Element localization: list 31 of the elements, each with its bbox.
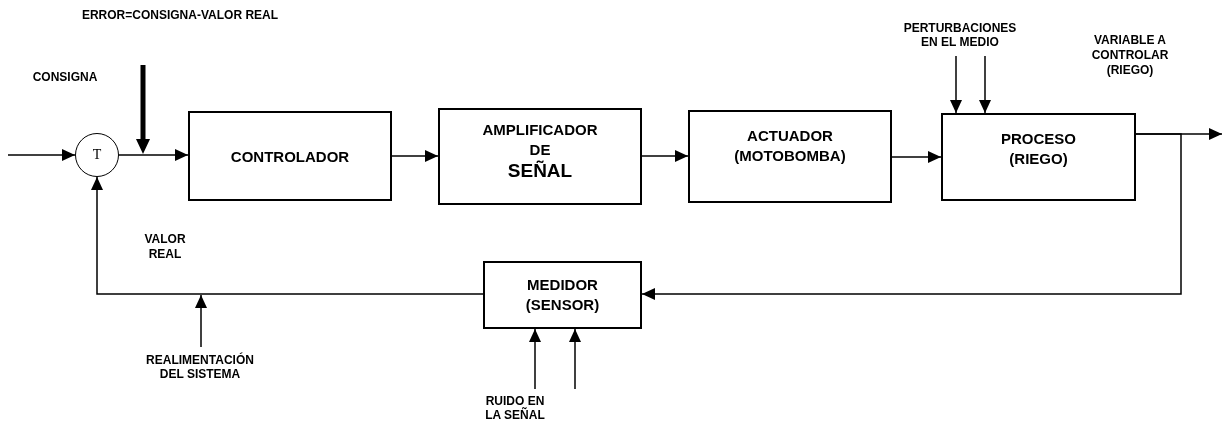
block-label: MEDIDOR (SENSOR): [524, 275, 601, 314]
block-label: CONTROLADOR: [230, 147, 350, 167]
arrow: [950, 55, 962, 114]
arrow: [529, 328, 541, 390]
process-block: [941, 113, 1136, 201]
annotation-text: VARIABLE A CONTROLAR (RIEGO): [1090, 33, 1170, 78]
annotation-text: CONSIGNA: [31, 70, 99, 85]
annotation-text: REALIMENTACIÓN DEL SISTEMA: [140, 347, 260, 387]
arrow: [118, 149, 189, 161]
process-block: [483, 261, 642, 329]
process-block: [188, 111, 392, 201]
annotation-text: PERTURBACIONES EN EL MEDIO: [895, 14, 1025, 56]
block-label: PROCESO (RIEGO): [1000, 129, 1077, 168]
arrow: [91, 176, 484, 295]
annotation-text: VALOR REAL: [143, 232, 187, 262]
process-block: [688, 110, 892, 203]
block-label: AMPLIFICADOR DE: [481, 120, 599, 159]
arrow: [7, 149, 76, 161]
process-block: [438, 108, 642, 205]
arrow: [891, 151, 942, 163]
operator-symbol: T: [92, 145, 102, 164]
arrow: [569, 328, 581, 390]
arrow: [391, 150, 439, 162]
arrow: [641, 150, 689, 162]
arrow: [979, 55, 991, 114]
block-label: SEÑAL: [507, 159, 573, 183]
annotation-text: RUIDO EN LA SEÑAL: [480, 389, 550, 427]
block-label: ACTUADOR (MOTOBOMBA): [733, 126, 847, 165]
arrow: [195, 294, 207, 348]
annotation-text: ERROR=CONSIGNA-VALOR REAL: [80, 8, 280, 23]
arrow: [641, 133, 1182, 300]
